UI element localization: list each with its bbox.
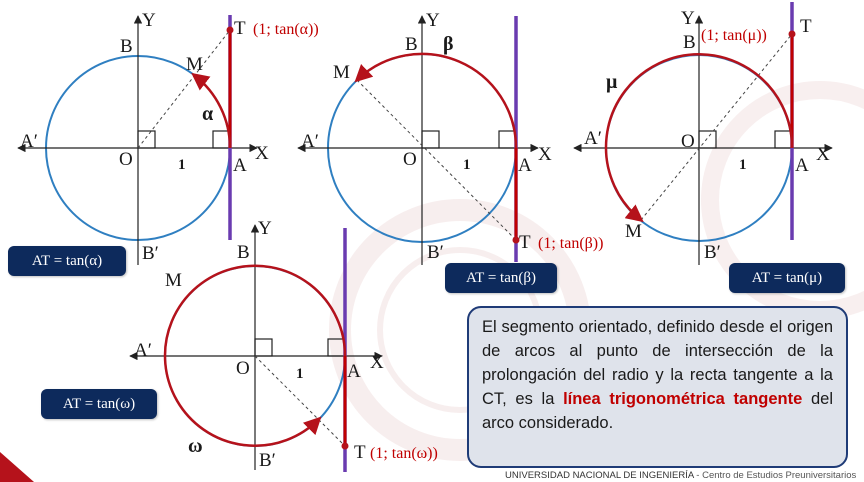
decorative-stripe <box>0 452 34 482</box>
arc-alpha <box>191 72 232 149</box>
label-x: X <box>816 144 830 165</box>
label-a: A <box>518 155 532 176</box>
label-b: B <box>683 32 696 53</box>
t-coordinate: (1; tan(α)) <box>253 21 319 38</box>
label-b-prime: B′ <box>427 242 444 263</box>
footer: UNIVERSIDAD NACIONAL DE INGENIERÍA - Cen… <box>505 470 856 481</box>
label-y: Y <box>681 8 695 29</box>
label-m: M <box>333 62 350 83</box>
label-b: B <box>120 36 133 57</box>
label-b: B <box>237 242 250 263</box>
label-one: 1 <box>463 157 471 173</box>
definition-text-end: del arco considerado. <box>482 390 833 432</box>
label-y: Y <box>426 10 440 31</box>
formula-badge-mu: AT = tan(μ) <box>729 263 845 293</box>
label-x: X <box>538 144 552 165</box>
t-coordinate: (1; tan(β)) <box>538 235 603 252</box>
figure-omega: T (1; tan(ω)) M ω Y B A′ O 1 A X B′ <box>129 218 438 472</box>
label-t: T <box>800 16 812 37</box>
label-y: Y <box>142 10 156 31</box>
label-m: M <box>186 54 203 75</box>
radius-extension <box>640 33 793 221</box>
formula-badge-omega: AT = tan(ω) <box>41 389 157 419</box>
formula-badge-beta: AT = tan(β) <box>445 263 557 293</box>
label-mu: μ <box>606 71 618 93</box>
right-angle-mark <box>137 130 156 149</box>
footer-department: - Centro de Estudios Preuniversitarios <box>693 470 857 481</box>
label-b: B <box>405 34 418 55</box>
label-t: T <box>519 232 531 253</box>
label-y: Y <box>258 218 272 239</box>
label-a-prime: A′ <box>301 131 319 152</box>
footer-university: UNIVERSIDAD NACIONAL DE INGENIERÍA <box>505 470 694 481</box>
point-t <box>341 442 349 450</box>
label-o: O <box>681 131 695 152</box>
label-b-prime: B′ <box>259 450 276 471</box>
formula-badge-alpha: AT = tan(α) <box>8 246 126 276</box>
figure-mu: T (1; tan(μ)) M μ Y B A′ O 1 A X B′ <box>573 2 833 265</box>
label-x: X <box>370 352 384 373</box>
right-angle-mark <box>421 130 440 149</box>
right-angle-mark <box>774 130 793 149</box>
label-b-prime: B′ <box>704 242 721 263</box>
label-omega: ω <box>188 435 203 457</box>
label-alpha: α <box>202 103 213 125</box>
label-m: M <box>625 221 642 242</box>
point-t <box>226 26 234 34</box>
label-one: 1 <box>739 157 747 173</box>
figure-beta: T (1; tan(β)) M β Y B A′ O 1 A X B′ <box>297 10 603 265</box>
right-angle-mark <box>212 130 231 149</box>
definition-text: El segmento orientado, definido desde el… <box>482 318 833 408</box>
label-t: T <box>234 18 246 39</box>
t-coordinate: (1; tan(μ)) <box>701 27 767 44</box>
label-a: A <box>795 155 809 176</box>
radius-extension <box>356 79 517 241</box>
label-x: X <box>255 143 269 164</box>
arc-mu <box>604 53 794 223</box>
label-one: 1 <box>296 366 304 382</box>
label-a: A <box>347 361 361 382</box>
label-one: 1 <box>178 157 186 173</box>
definition-highlight: línea trigonométrica tangente <box>563 390 803 408</box>
point-t <box>512 236 520 244</box>
label-m: M <box>165 270 182 291</box>
radius-extension <box>137 29 231 149</box>
t-coordinate: (1; tan(ω)) <box>370 445 438 462</box>
label-b-prime: B′ <box>142 243 159 264</box>
point-t <box>788 30 796 38</box>
label-o: O <box>403 149 417 170</box>
label-a: A <box>233 155 247 176</box>
label-o: O <box>119 149 133 170</box>
right-angle-mark <box>698 130 717 149</box>
label-beta: β <box>443 33 454 55</box>
label-o: O <box>236 358 250 379</box>
right-angle-mark <box>498 130 517 149</box>
label-a-prime: A′ <box>584 128 602 149</box>
definition-box: El segmento orientado, definido desde el… <box>467 306 848 468</box>
label-t: T <box>354 442 366 463</box>
right-angle-mark <box>254 338 273 357</box>
arc-beta <box>354 52 518 149</box>
arc-omega <box>163 264 347 447</box>
figure-alpha: T (1; tan(α)) M α Y B A′ O 1 A X B′ <box>17 10 319 265</box>
label-a-prime: A′ <box>134 340 152 361</box>
label-a-prime: A′ <box>20 131 38 152</box>
